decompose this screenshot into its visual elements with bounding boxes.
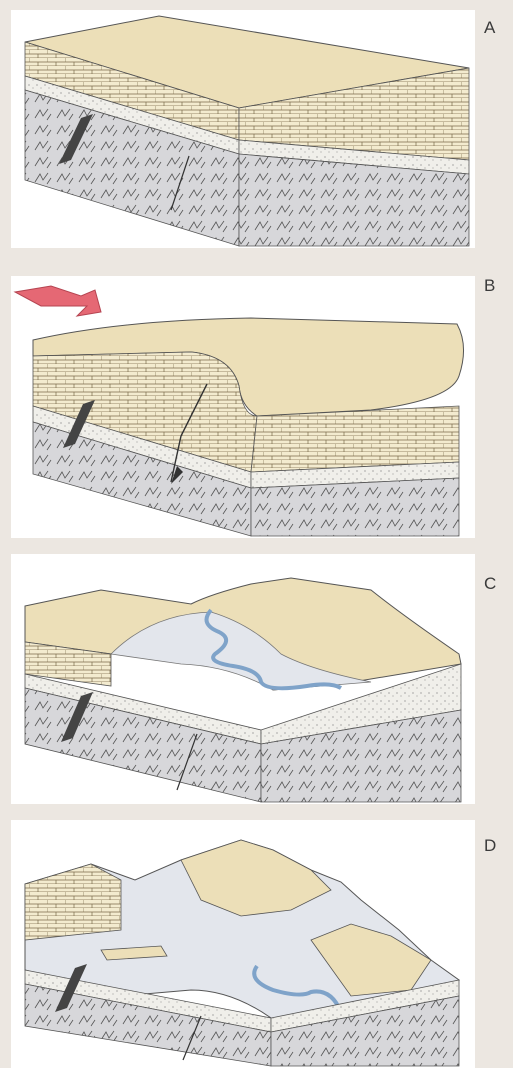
compression-arrow-left — [15, 286, 101, 316]
block-diagram-b — [11, 276, 475, 538]
panel-label-a: A — [484, 18, 495, 38]
block-diagram-a-svg — [11, 10, 475, 248]
block-diagram-c-svg — [11, 554, 475, 804]
block-diagram-d — [11, 820, 475, 1068]
panel-label-b: B — [484, 276, 495, 296]
block-diagram-d-svg — [11, 820, 475, 1068]
panel-label-d: D — [484, 836, 496, 856]
block-diagram-c — [11, 554, 475, 804]
block-diagram-b-svg — [11, 276, 475, 538]
block-diagram-a — [11, 10, 475, 248]
panel-label-c: C — [484, 574, 496, 594]
